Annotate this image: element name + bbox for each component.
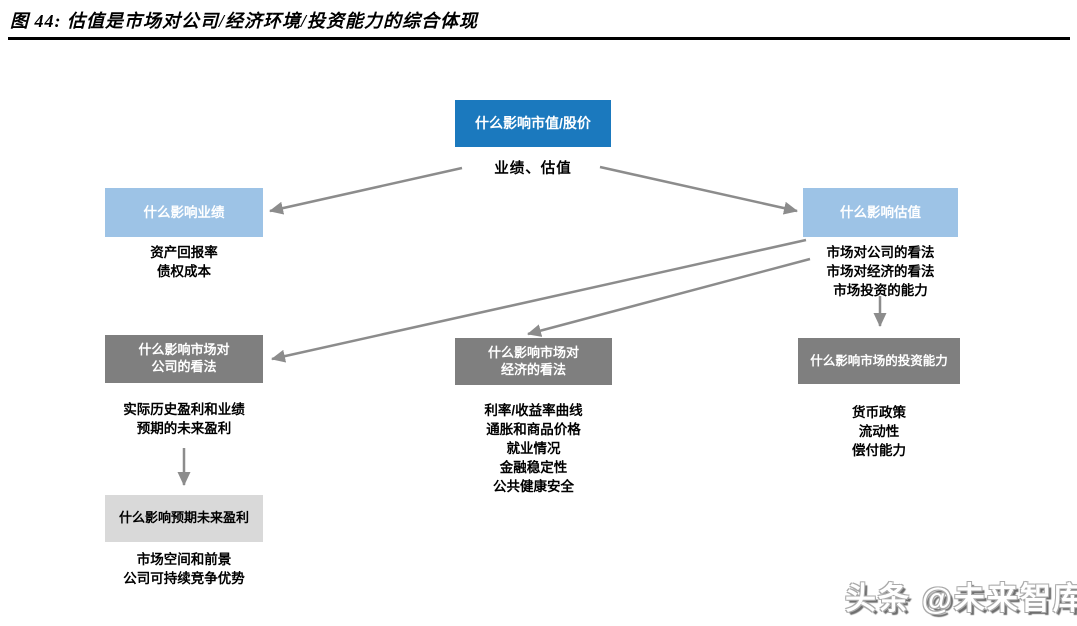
node-market-value: 什么影响市值/股价 (455, 100, 611, 147)
list-performance-factors: 资产回报率 债权成本 (75, 243, 293, 281)
node-company-view: 什么影响市场对 公司的看法 (105, 335, 263, 383)
list-item: 实际历史盈利和业绩 (123, 402, 245, 417)
list-economy-view-factors: 利率/收益率曲线 通胀和商品价格 就业情况 金融稳定性 公共健康安全 (430, 401, 637, 496)
list-item: 公共健康安全 (493, 479, 574, 494)
list-item: 债权成本 (157, 264, 211, 279)
list-future-profit-factors: 市场空间和前景 公司可持续竞争优势 (60, 550, 308, 588)
toutiao-watermark: 头条 @未来智库 (845, 581, 1077, 616)
list-item: 资产回报率 (150, 245, 218, 260)
list-company-view-factors: 实际历史盈利和业绩 预期的未来盈利 (65, 400, 303, 438)
list-item: 市场对经济的看法 (826, 264, 935, 279)
title-divider (8, 37, 1070, 40)
list-item: 利率/收益率曲线 (484, 403, 583, 418)
list-item: 公司可持续竞争优势 (123, 571, 245, 586)
list-item: 金融稳定性 (499, 460, 568, 475)
list-valuation-factors: 市场对公司的看法 市场对经济的看法 市场投资的能力 (778, 243, 983, 300)
list-invest-ability-factors: 货币政策 流动性 偿付能力 (778, 403, 980, 460)
list-item: 市场对公司的看法 (826, 245, 935, 260)
figure-title: 图 44: 估值是市场对公司/经济环境/投资能力的综合体现 (10, 11, 478, 31)
list-item: 就业情况 (506, 441, 561, 456)
list-item: 流动性 (858, 424, 900, 439)
list-item: 偿付能力 (852, 443, 906, 458)
list-item: 通胀和商品价格 (486, 422, 581, 437)
node-performance: 什么影响业绩 (105, 188, 263, 237)
list-item: 预期的未来盈利 (136, 421, 232, 436)
node-economy-view: 什么影响市场对 经济的看法 (455, 338, 612, 385)
list-item: 货币政策 (852, 405, 906, 420)
list-item: 市场投资的能力 (833, 283, 928, 298)
node-invest-ability: 什么影响市场的投资能力 (798, 338, 960, 384)
node-future-profit: 什么影响预期未来盈利 (105, 495, 263, 542)
arrow-valuation-to-economy-view (527, 257, 811, 337)
node-valuation: 什么影响估值 (803, 188, 958, 237)
list-item: 市场空间和前景 (136, 552, 232, 567)
note-performance-valuation: 业绩、估值 (494, 161, 572, 177)
